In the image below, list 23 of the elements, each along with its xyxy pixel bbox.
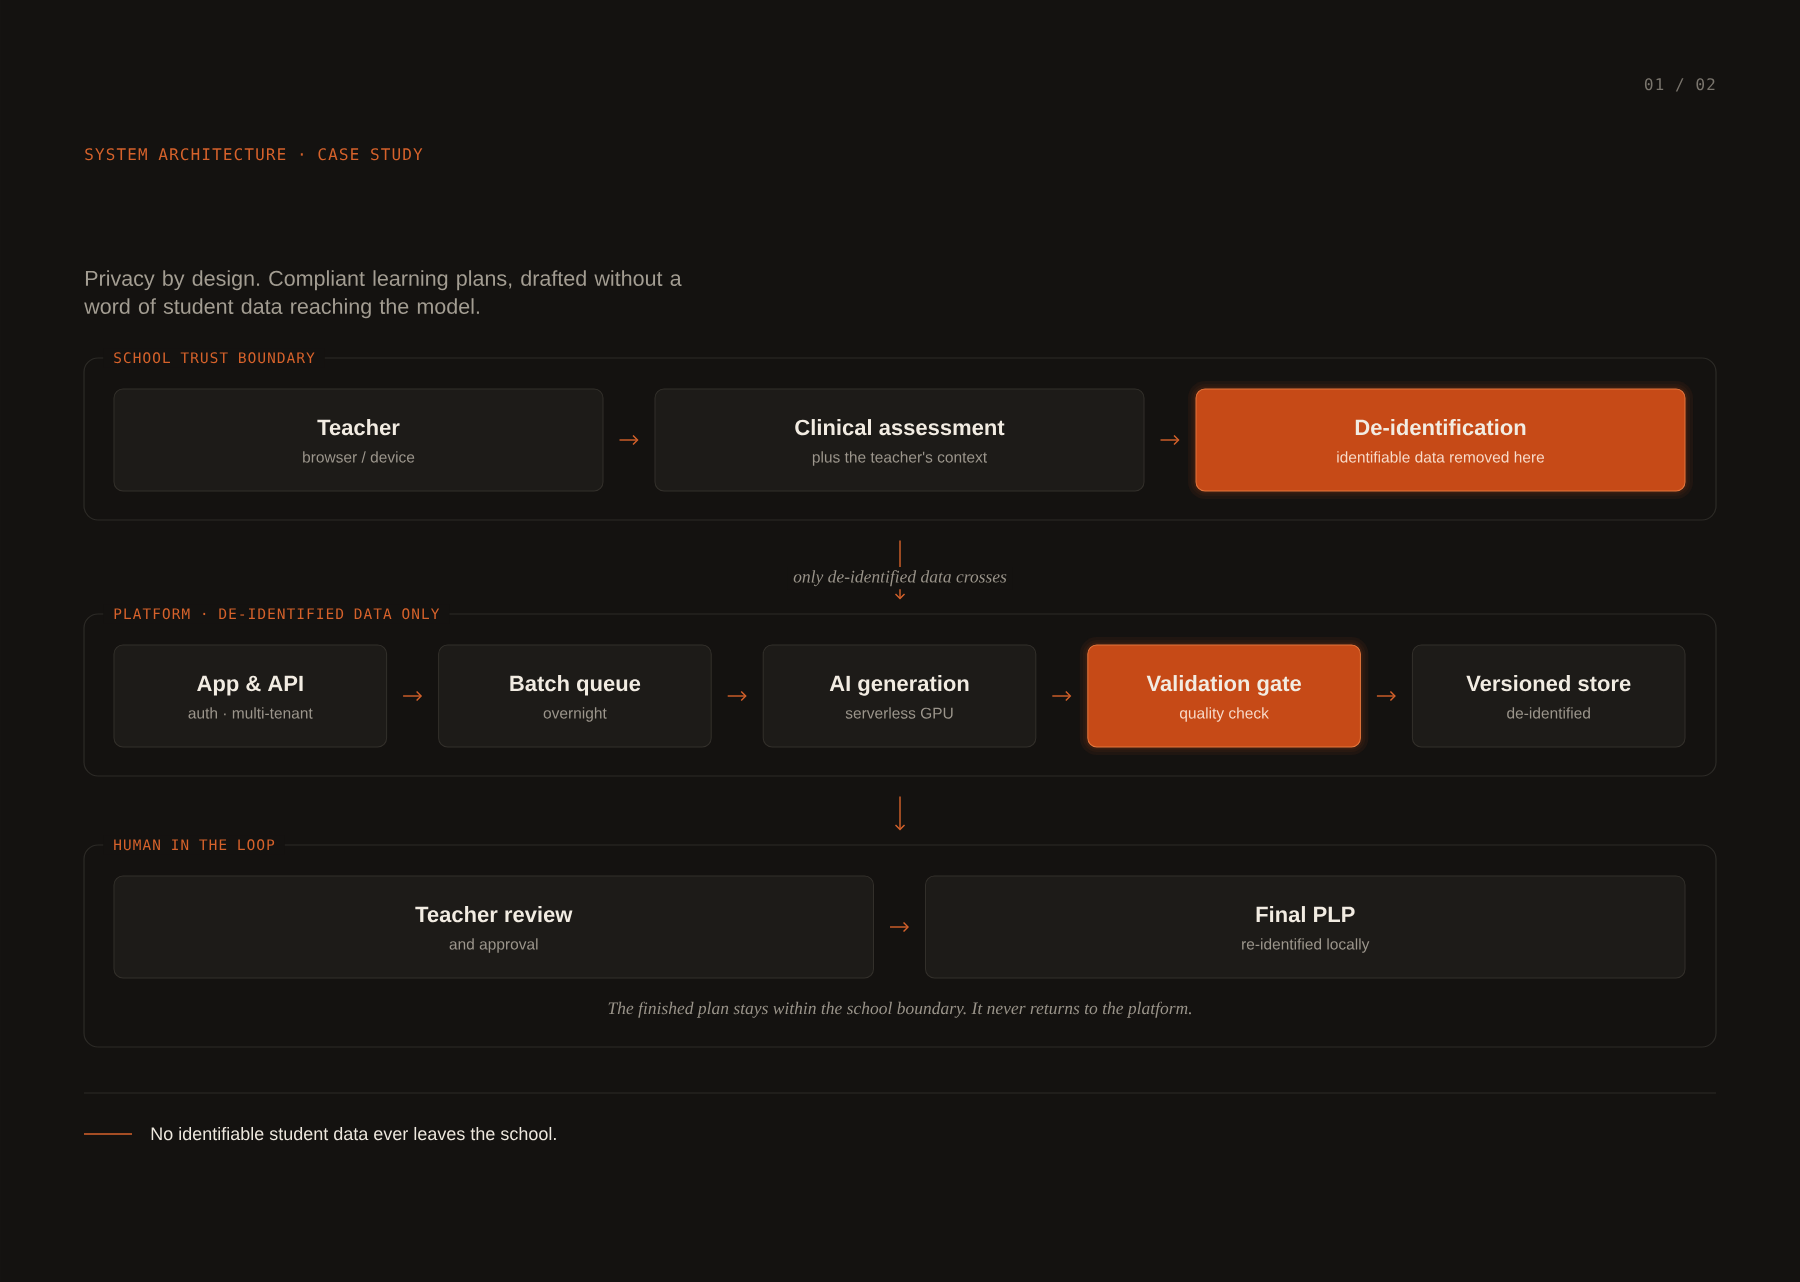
arrow xyxy=(889,921,909,933)
arrow xyxy=(618,434,639,446)
arrow xyxy=(402,690,423,702)
highlighted-box: De-identification identifiable data removed here xyxy=(1188,381,1693,499)
edge-label: only de-identified data crosses xyxy=(787,567,1013,590)
arrow xyxy=(1376,690,1396,702)
arrow xyxy=(1051,690,1072,702)
footer-note: No identifiable student data ever leaves the school. xyxy=(151,1126,556,1141)
process-box: Final PLP re-identified locally xyxy=(925,875,1686,979)
highlighted-box: Validation gate quality check xyxy=(1079,637,1369,755)
process-box: Clinical assessment plus the teacher's context xyxy=(654,388,1145,492)
arrow xyxy=(727,690,747,702)
process-box: App & API auth · multi-tenant xyxy=(113,644,388,748)
arrow xyxy=(894,795,906,831)
arrow xyxy=(1159,434,1180,446)
page-number: 01 / 02 xyxy=(1644,78,1715,92)
process-box: Versioned store de-identified xyxy=(1411,644,1686,748)
lead-text: Privacy by design. Compliant learning plans, drafted without a word of student data reaching the model. xyxy=(84,270,682,319)
process-box: Teacher browser / device xyxy=(113,388,604,492)
eyebrow-text: SYSTEM ARCHITECTURE · CASE STUDY xyxy=(85,148,423,161)
process-box: AI generation serverless GPU xyxy=(762,644,1037,748)
process-box: Batch queue overnight xyxy=(438,644,712,748)
process-box: Teacher review and approval xyxy=(113,875,874,979)
